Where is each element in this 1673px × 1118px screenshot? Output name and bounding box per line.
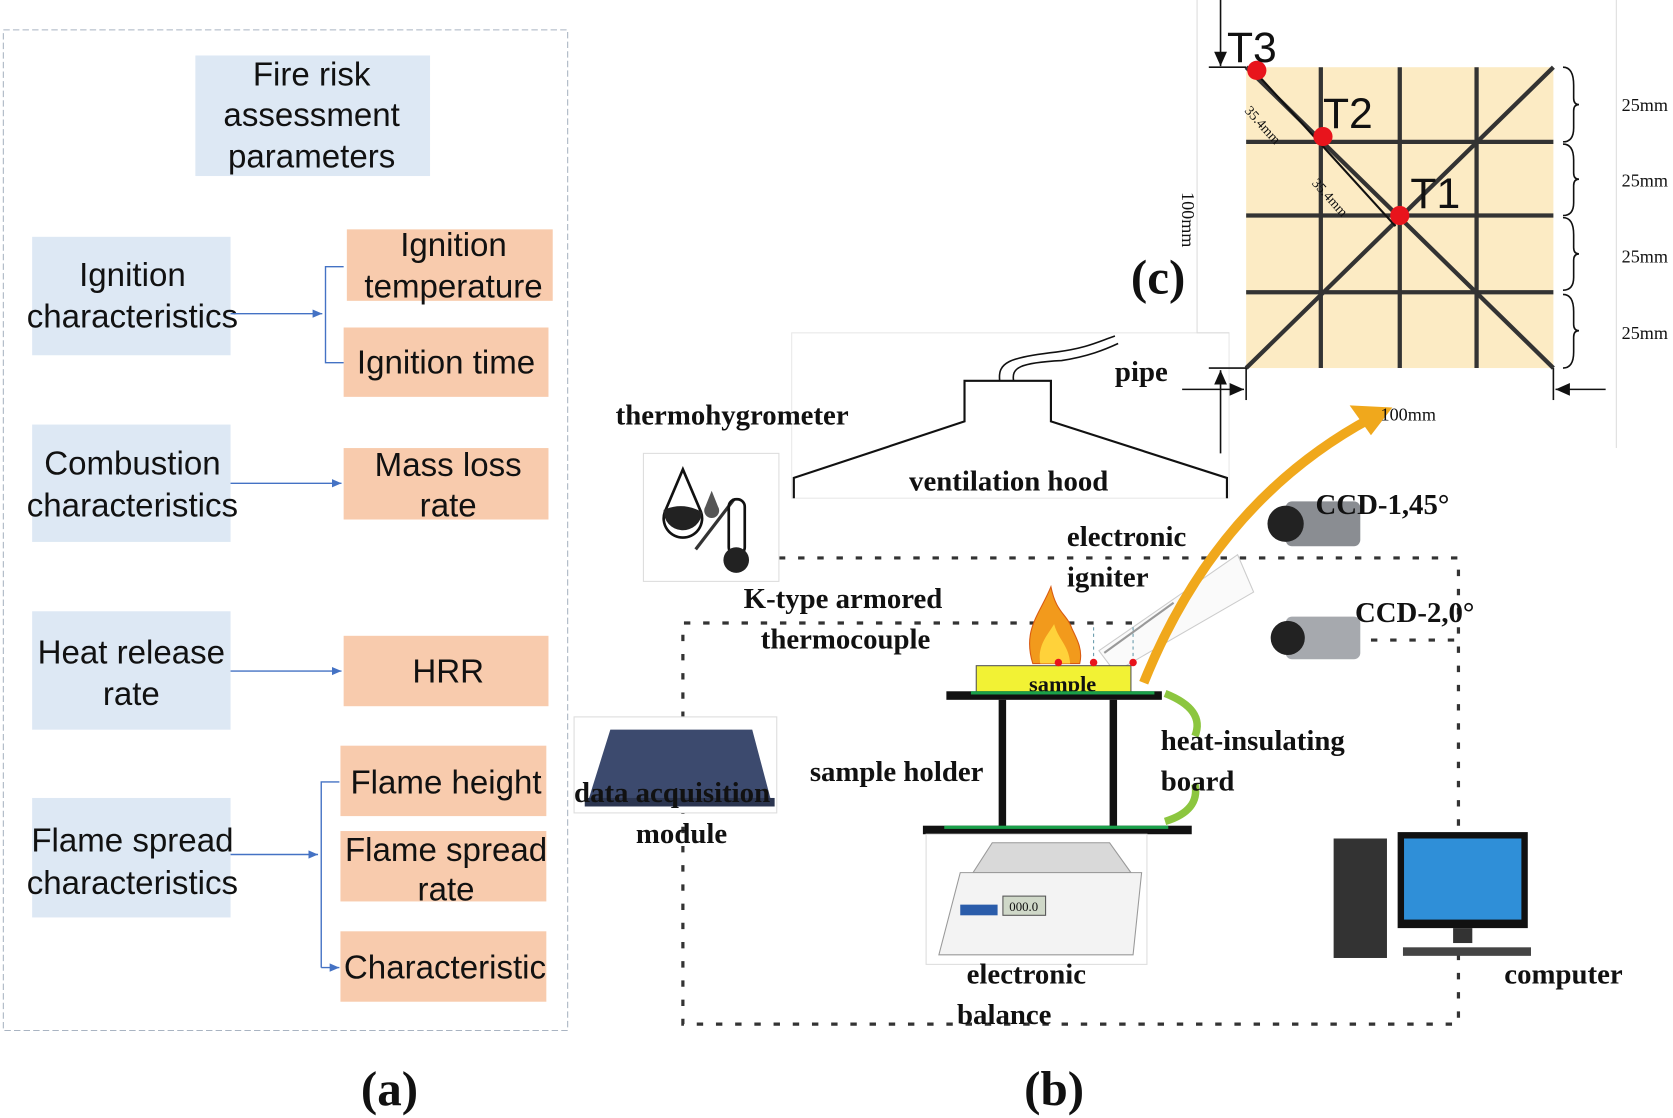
sample-holder-label: sample holder — [810, 756, 984, 788]
param-ignition-temperature: Ignition temperature — [346, 227, 553, 306]
param-label: Mass loss — [375, 447, 522, 484]
panel-c-label: (c) — [1131, 249, 1185, 304]
dimension-lines — [1182, 0, 1606, 454]
param-characteristic: Characteristic — [340, 931, 547, 1002]
thermocouple-label: K-type armored — [744, 583, 943, 615]
heat-insulating-label: heat-insulating — [1161, 725, 1346, 757]
igniter-label: igniter — [1067, 562, 1149, 594]
t3-marker — [1247, 60, 1267, 81]
signal-lines — [681, 556, 1461, 1026]
ccd1-label: CCD-1,45° — [1315, 489, 1449, 521]
ccd1-camera-icon — [1267, 501, 1361, 547]
t3-label: T3 — [1227, 24, 1277, 72]
balance-display: 000.0 — [1009, 900, 1038, 914]
panel-c: T1 T2 T3 35.4mm 35.4mm 25mm 25mm 25mm 25… — [1131, 0, 1668, 454]
category-label: characteristics — [27, 865, 238, 902]
param-label: HRR — [412, 654, 484, 691]
panel-b: ventilation hood pipe thermohygrometer K… — [573, 332, 1623, 1116]
title-line: Fire risk — [253, 56, 371, 93]
panel-a-label: (a) — [361, 1061, 418, 1116]
thermocouple-markers — [1247, 60, 1410, 226]
param-label: Flame spread — [345, 832, 547, 869]
data-acquisition-label: data acquisition — [574, 777, 770, 809]
data-acquisition-icon — [573, 716, 778, 814]
igniter-label: electronic — [1067, 521, 1187, 553]
heat-insulating-label: board — [1161, 765, 1235, 797]
thermocouple-label: thermocouple — [761, 624, 931, 656]
row-dim-label: 25mm — [1622, 95, 1668, 115]
computer-icon — [1333, 832, 1531, 958]
width-dim-label: 100mm — [1381, 404, 1436, 424]
balance-label: electronic — [967, 959, 1087, 991]
t2-label: T2 — [1323, 90, 1373, 138]
pipe-icon — [998, 335, 1119, 381]
param-label: Characteristic — [344, 949, 546, 986]
thermohygrometer-icon — [642, 452, 780, 582]
param-flame-height: Flame height — [340, 745, 547, 817]
param-label: Ignition time — [357, 344, 535, 381]
category-label: characteristics — [27, 299, 238, 336]
balance-label: balance — [957, 999, 1052, 1031]
thermocouple-wires — [1093, 627, 1134, 660]
param-flame-spread-rate: Flame spread rate — [340, 831, 547, 908]
data-acquisition-label: module — [636, 818, 727, 850]
title-box: Fire risk assessment parameters — [195, 55, 431, 177]
category-label: rate — [103, 676, 160, 713]
row-dim-label: 25mm — [1622, 323, 1668, 343]
param-label: rate — [420, 487, 477, 524]
category-label: characteristics — [27, 487, 238, 524]
t2-marker — [1313, 126, 1333, 147]
row-dim-label: 25mm — [1622, 246, 1668, 266]
ventilation-hood-label: ventilation hood — [909, 466, 1108, 498]
height-dim-label: 100mm — [1178, 192, 1198, 247]
param-label: Flame height — [350, 765, 541, 802]
connectors — [230, 266, 344, 972]
pipe-label: pipe — [1115, 356, 1168, 388]
category-heat-release: Heat release rate — [32, 611, 231, 730]
param-label: Ignition — [400, 227, 507, 264]
ventilation-hood: ventilation hood — [791, 332, 1230, 499]
thermohygrometer-label: thermohygrometer — [616, 400, 849, 432]
thermocouple-points — [1054, 658, 1137, 667]
green-arrow-icon — [1163, 783, 1200, 826]
panel-a-border — [2, 29, 569, 1032]
param-ignition-time: Ignition time — [343, 327, 549, 397]
category-label: Flame spread — [31, 822, 233, 859]
category-flame-spread: Flame spread characteristics — [27, 797, 238, 918]
category-label: Combustion — [44, 446, 220, 483]
category-label: Ignition — [79, 257, 186, 294]
title-line: parameters — [228, 138, 395, 175]
ccd2-label: CCD-2,0° — [1355, 597, 1475, 629]
green-arrow-icon — [1163, 689, 1201, 738]
panel-b-label: (b) — [1024, 1061, 1084, 1116]
electronic-balance-icon: 000.0 — [925, 833, 1148, 965]
category-combustion: Combustion characteristics — [27, 424, 238, 542]
param-label: temperature — [364, 269, 542, 306]
title-line: assessment — [223, 97, 399, 134]
category-label: Heat release — [38, 635, 225, 672]
computer-label: computer — [1504, 959, 1623, 991]
zoom-arrow-icon — [1139, 413, 1374, 685]
t1-label: T1 — [1410, 170, 1460, 218]
param-label: rate — [418, 871, 475, 908]
sample-holder: sample — [922, 627, 1192, 835]
panel-a: Fire risk assessment parameters Ignition… — [2, 29, 569, 1116]
param-mass-loss-rate: Mass loss rate — [343, 447, 549, 524]
t1-marker — [1390, 205, 1410, 226]
category-ignition: Ignition characteristics — [27, 236, 238, 356]
ccd2-camera-icon — [1270, 616, 1361, 660]
param-hrr: HRR — [343, 635, 549, 707]
row-dim-label: 25mm — [1622, 171, 1668, 191]
